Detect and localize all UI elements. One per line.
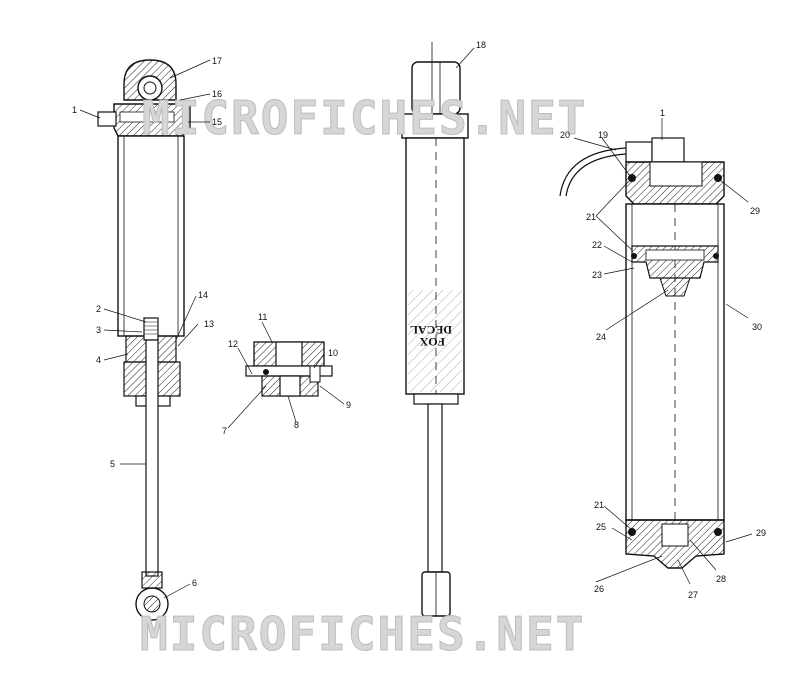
callout-19: 19 — [598, 130, 608, 140]
callout-6: 6 — [192, 578, 197, 588]
hose — [559, 147, 627, 197]
callout-10: 10 — [328, 348, 338, 358]
callout-2: 2 — [96, 304, 101, 314]
callout-16: 16 — [212, 89, 222, 99]
callout-8: 8 — [294, 420, 299, 430]
callout-30: 30 — [752, 322, 762, 332]
left-shock-cutaway — [97, 59, 191, 621]
reservoir-cutaway — [559, 137, 725, 569]
callout-9: 9 — [346, 400, 351, 410]
callout-7: 7 — [222, 426, 227, 436]
callout-13: 13 — [204, 319, 214, 329]
watermark-top: MICROFICHES.NET — [142, 91, 587, 145]
callout-21-bottom: 21 — [594, 500, 604, 510]
callout-1-right: 1 — [660, 108, 665, 118]
callout-26: 26 — [594, 584, 604, 594]
fox-decal-line2: DECAL — [410, 323, 452, 337]
callout-11: 11 — [258, 312, 267, 322]
callout-18: 18 — [476, 40, 486, 50]
callout-22: 22 — [592, 240, 602, 250]
callout-4: 4 — [96, 355, 101, 365]
callout-labels: 1 17 16 15 2 14 3 13 4 5 6 11 12 10 9 7 … — [72, 40, 766, 600]
callout-21-top: 21 — [586, 212, 596, 222]
watermark-bottom: MICROFICHES.NET — [140, 607, 585, 661]
callout-25: 25 — [596, 522, 606, 532]
callout-14: 14 — [198, 290, 208, 300]
callout-23: 23 — [592, 270, 602, 280]
center-shock-exterior: FOX DECAL — [401, 42, 469, 617]
seal-head-detail — [245, 341, 333, 397]
callout-12: 12 — [228, 339, 238, 349]
callout-17: 17 — [212, 56, 222, 66]
callout-28: 28 — [716, 574, 726, 584]
callout-5: 5 — [110, 459, 115, 469]
fox-decal-line1: FOX — [419, 335, 445, 349]
air-valve — [97, 111, 117, 127]
callout-29-top: 29 — [750, 206, 760, 216]
callout-3: 3 — [96, 325, 101, 335]
body-tube — [117, 135, 185, 337]
callout-29-bottom: 29 — [756, 528, 766, 538]
reservoir-fitting — [625, 141, 653, 163]
callout-20: 20 — [560, 130, 570, 140]
lower-shaft — [427, 403, 443, 573]
shaft — [145, 339, 159, 577]
callout-24: 24 — [596, 332, 606, 342]
callout-1-left: 1 — [72, 105, 77, 115]
callout-15: 15 — [212, 117, 222, 127]
leader-lines — [79, 47, 753, 599]
callout-27: 27 — [688, 590, 698, 600]
